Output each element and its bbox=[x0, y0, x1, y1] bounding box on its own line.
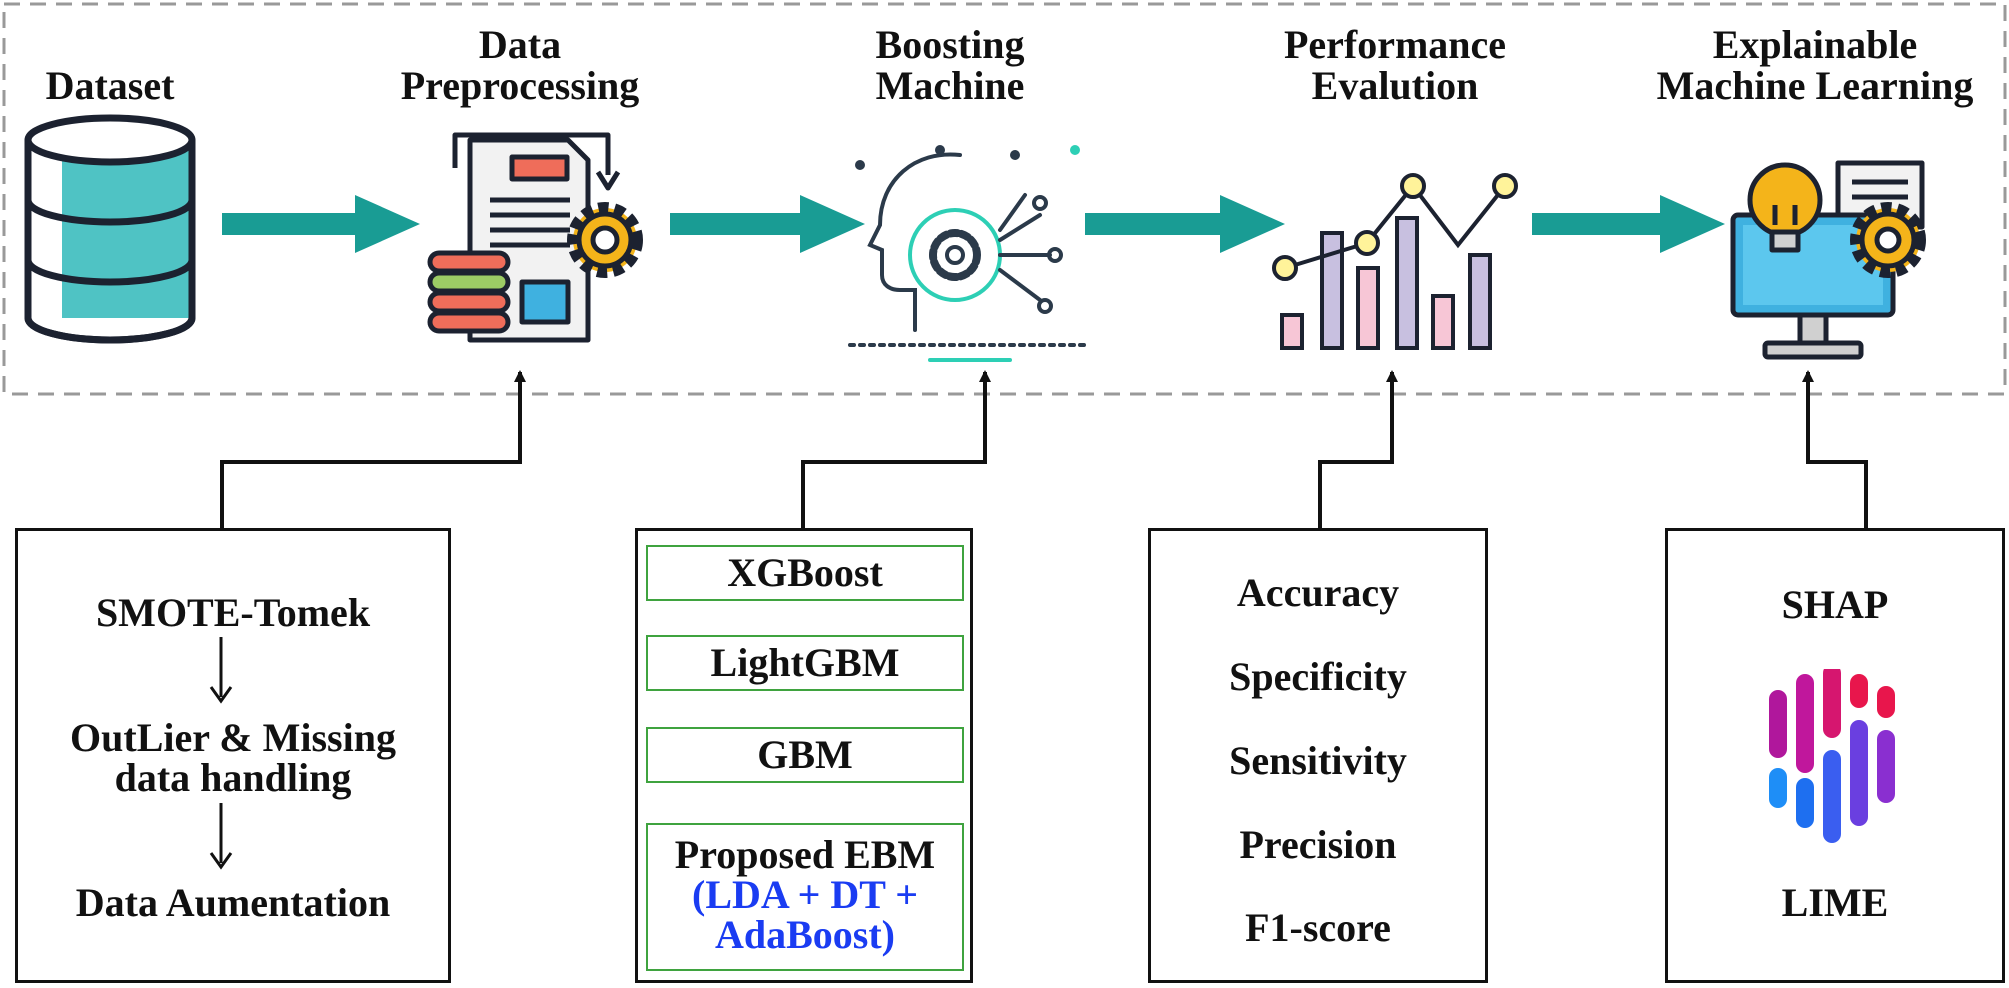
metric-precision: Precision bbox=[1239, 822, 1397, 867]
stage-title-line: Machine Learning bbox=[1656, 63, 1974, 108]
down-arrow-icon bbox=[209, 637, 233, 704]
metric-sensitivity: Sensitivity bbox=[1229, 738, 1407, 783]
monitor-lightbulb-gear-icon bbox=[1730, 160, 1926, 360]
stage-title-boosting: Boosting Machine bbox=[850, 24, 1050, 106]
preprocessing-step-outlier: OutLier & Missing bbox=[70, 715, 396, 760]
connector-evaluation bbox=[1318, 370, 1398, 528]
connector-preprocessing bbox=[220, 370, 526, 528]
proposed-ebm-detail-line2: AdaBoost) bbox=[714, 912, 896, 957]
stage-title-line: Evalution bbox=[1311, 63, 1479, 108]
ai-head-icon bbox=[848, 145, 1092, 362]
preprocessing-box: SMOTE-Tomek OutLier & Missing data handl… bbox=[15, 528, 451, 983]
preprocessing-step-augmentation: Data Aumentation bbox=[75, 880, 391, 925]
stage-title-xml: Explainable Machine Learning bbox=[1625, 24, 2005, 106]
method-lime: LIME bbox=[1781, 880, 1889, 925]
boosting-box: XGBoost LightGBM GBM Proposed EBM (LDA +… bbox=[635, 528, 973, 983]
stage-title-line: Preprocessing bbox=[400, 63, 640, 108]
stage-title-dataset: Dataset bbox=[15, 65, 205, 106]
connector-boosting bbox=[801, 370, 991, 528]
stage-title-preprocessing: Data Preprocessing bbox=[380, 24, 660, 106]
flow-arrow bbox=[222, 195, 420, 253]
preprocessing-step-outlier-line2: data handling bbox=[114, 755, 352, 800]
flow-arrow bbox=[1085, 195, 1285, 253]
method-shap: SHAP bbox=[1781, 582, 1889, 627]
model-lightgbm: LightGBM bbox=[646, 635, 964, 691]
stage-title-line: Data bbox=[478, 22, 562, 67]
stage-title-line: Explainable bbox=[1712, 22, 1918, 67]
stage-title-line: Performance bbox=[1283, 22, 1507, 67]
document-gear-icon bbox=[427, 132, 643, 343]
proposed-ebm-detail: (LDA + DT + bbox=[692, 872, 918, 917]
database-icon bbox=[24, 114, 196, 344]
lime-logo-icon bbox=[1769, 669, 1895, 843]
stage-title-line: Boosting bbox=[875, 22, 1025, 67]
model-xgboost: XGBoost bbox=[646, 545, 964, 601]
model-gbm: GBM bbox=[646, 727, 964, 783]
flow-arrow bbox=[670, 195, 865, 253]
connector-xai bbox=[1802, 370, 1868, 528]
stage-title-line: Machine bbox=[875, 63, 1025, 108]
stage-title-line: Dataset bbox=[45, 63, 175, 108]
xai-box: SHAP LIME bbox=[1665, 528, 2005, 983]
stage-title-evaluation: Performance Evalution bbox=[1245, 24, 1545, 106]
pipeline-frame bbox=[2, 2, 2007, 396]
metric-f1-score: F1-score bbox=[1245, 905, 1391, 950]
metric-accuracy: Accuracy bbox=[1236, 570, 1400, 615]
metric-specificity: Specificity bbox=[1229, 654, 1407, 699]
preprocessing-step-smote: SMOTE-Tomek bbox=[95, 590, 371, 635]
flow-arrow bbox=[1532, 195, 1725, 253]
bar-line-chart-icon bbox=[1272, 173, 1518, 350]
model-proposed-ebm: Proposed EBM (LDA + DT + AdaBoost) bbox=[646, 823, 964, 971]
proposed-ebm-label: Proposed EBM bbox=[674, 832, 936, 877]
down-arrow-icon bbox=[209, 803, 233, 870]
metrics-box: Accuracy Specificity Sensitivity Precisi… bbox=[1148, 528, 1488, 983]
